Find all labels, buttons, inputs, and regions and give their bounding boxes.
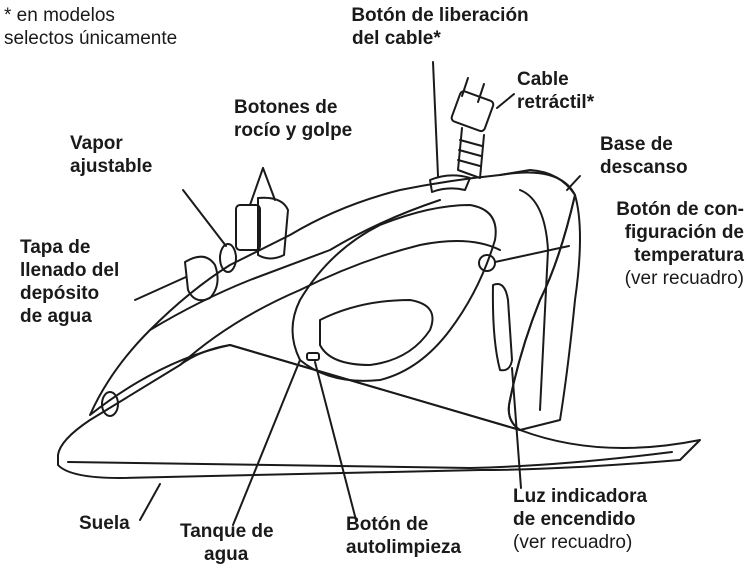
soleplate-shape — [57, 344, 701, 479]
power-light-shape — [491, 283, 513, 372]
steam-dial-shape — [219, 243, 237, 273]
label-retractable-cord: Cable retráctil* — [517, 69, 595, 113]
label-heel-rest: Base de descanso — [600, 134, 688, 178]
cord-plug-shape — [450, 77, 495, 179]
leader-fill-cover — [134, 276, 187, 301]
label-water-tank: Tanque de agua — [180, 521, 274, 565]
label-power-light: Luz indicadora de encendido (ver recuadr… — [513, 486, 648, 553]
cord-release-shape — [429, 174, 471, 193]
leader-steam — [182, 189, 227, 247]
leader-self-clean — [314, 361, 357, 521]
temp-button-shape — [478, 254, 496, 272]
spray-buttons-shape — [235, 196, 289, 260]
label-spray-shot: Botones de rocío y golpe — [234, 97, 353, 141]
label-self-clean: Botón de autolimpieza — [346, 514, 462, 558]
label-cord-release: Botón de liberación del cable* — [351, 5, 529, 49]
label-fill-cover: Tapa de llenado del depósito de agua — [20, 237, 120, 327]
label-adjustable-steam: Vapor ajustable — [70, 133, 153, 177]
iron-body-shape — [89, 169, 576, 431]
handle-opening — [291, 204, 497, 382]
leader-spray-2 — [262, 167, 276, 201]
fill-cover-shape — [184, 255, 219, 302]
heel-rest-shape — [499, 171, 581, 431]
leader-tank — [232, 359, 301, 526]
leader-cord-release — [432, 61, 439, 177]
leader-retractable-cord — [496, 93, 515, 109]
leader-power-light — [511, 367, 522, 489]
label-soleplate: Suela — [79, 513, 130, 534]
leader-heel-rest — [566, 175, 581, 191]
leader-temp — [494, 245, 570, 263]
self-clean-shape — [306, 352, 320, 361]
note-models: * en modelos selectos únicamente — [4, 5, 178, 49]
leader-soleplate — [139, 483, 161, 521]
leader-spray-1 — [249, 167, 264, 206]
label-temp-button: Botón de con- figuración de temperatura … — [616, 199, 744, 289]
